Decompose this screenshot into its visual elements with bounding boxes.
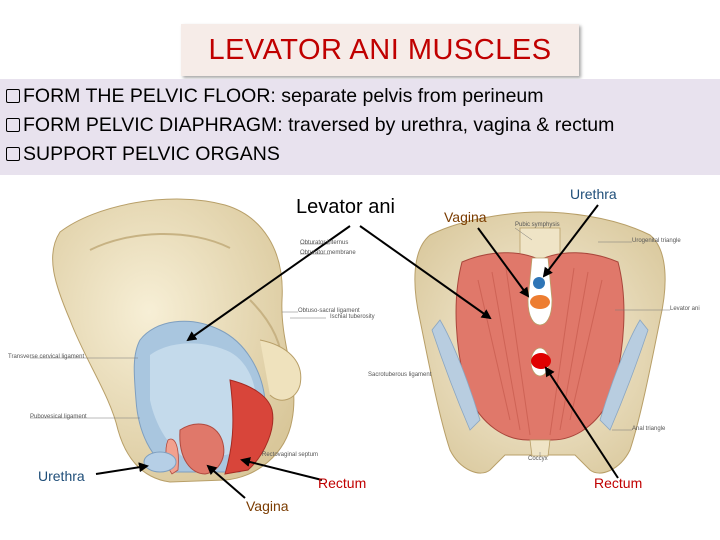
fig-label: Obtuso-sacral ligament xyxy=(298,308,360,314)
checkbox-bullet-icon xyxy=(6,118,20,132)
fig-label: Pubovesical ligament xyxy=(30,414,87,420)
title-box: LEVATOR ANI MUSCLES xyxy=(181,24,579,76)
bullet-text: FORM PELVIC DIAPHRAGM: traversed by uret… xyxy=(23,114,615,136)
checkbox-bullet-icon xyxy=(6,147,20,161)
label-urethra-right: Urethra xyxy=(570,186,617,202)
fig-label: Coccyx xyxy=(528,456,548,462)
bullet-item: FORM THE PELVIC FLOOR: separate pelvis f… xyxy=(6,85,544,108)
rectum-marker-icon xyxy=(531,353,551,369)
fig-label: Anal triangle xyxy=(632,426,666,432)
arrow-rectum-right xyxy=(544,366,619,479)
arrow-vagina-bottom xyxy=(206,464,246,499)
label-levator-ani: Levator ani xyxy=(296,196,395,218)
fig-label: Sacrotuberous ligament xyxy=(368,372,432,378)
bullet-text: FORM THE PELVIC FLOOR: separate pelvis f… xyxy=(23,85,544,107)
left-pelvis-illustration xyxy=(30,198,330,483)
checkbox-bullet-icon xyxy=(6,89,20,103)
urethra-marker-icon xyxy=(533,277,545,289)
label-rectum-left: Rectum xyxy=(318,475,367,491)
bullet-panel: FORM THE PELVIC FLOOR: separate pelvis f… xyxy=(0,79,720,175)
arrow-urethra-right xyxy=(542,204,599,278)
label-rectum-right: Rectum xyxy=(594,475,643,491)
fig-label: Transverse cervical ligament xyxy=(8,354,85,360)
arrow-rectum-left xyxy=(240,457,323,481)
right-pelvic-floor-illustration xyxy=(414,211,670,474)
bullet-text: SUPPORT PELVIC ORGANS xyxy=(23,143,280,165)
fig-label: Obturator internus xyxy=(300,240,349,246)
arrow-levator-left xyxy=(186,225,351,342)
fig-label: Levator ani xyxy=(670,306,700,312)
arrow-levator-right xyxy=(359,225,492,320)
vagina-marker-icon xyxy=(530,295,550,309)
arrow-urethra-left xyxy=(95,462,149,475)
bullet-item: SUPPORT PELVIC ORGANS xyxy=(6,143,280,166)
arrow-vagina-right xyxy=(477,227,530,298)
slide-title: LEVATOR ANI MUSCLES xyxy=(208,33,552,66)
fig-label: Rectovaginal septum xyxy=(262,452,319,458)
fig-label: Obturator membrane xyxy=(300,250,356,256)
label-urethra-left: Urethra xyxy=(38,468,85,484)
fig-label: Pubic symphysis xyxy=(515,222,560,228)
label-vagina-right: Vagina xyxy=(444,209,487,225)
fig-label: Urogenital triangle xyxy=(632,238,681,244)
bullet-item: FORM PELVIC DIAPHRAGM: traversed by uret… xyxy=(6,114,614,137)
label-vagina-bottom: Vagina xyxy=(246,498,289,514)
pointer-arrows xyxy=(95,204,619,499)
fig-label: Ischial tuberosity xyxy=(330,314,375,320)
